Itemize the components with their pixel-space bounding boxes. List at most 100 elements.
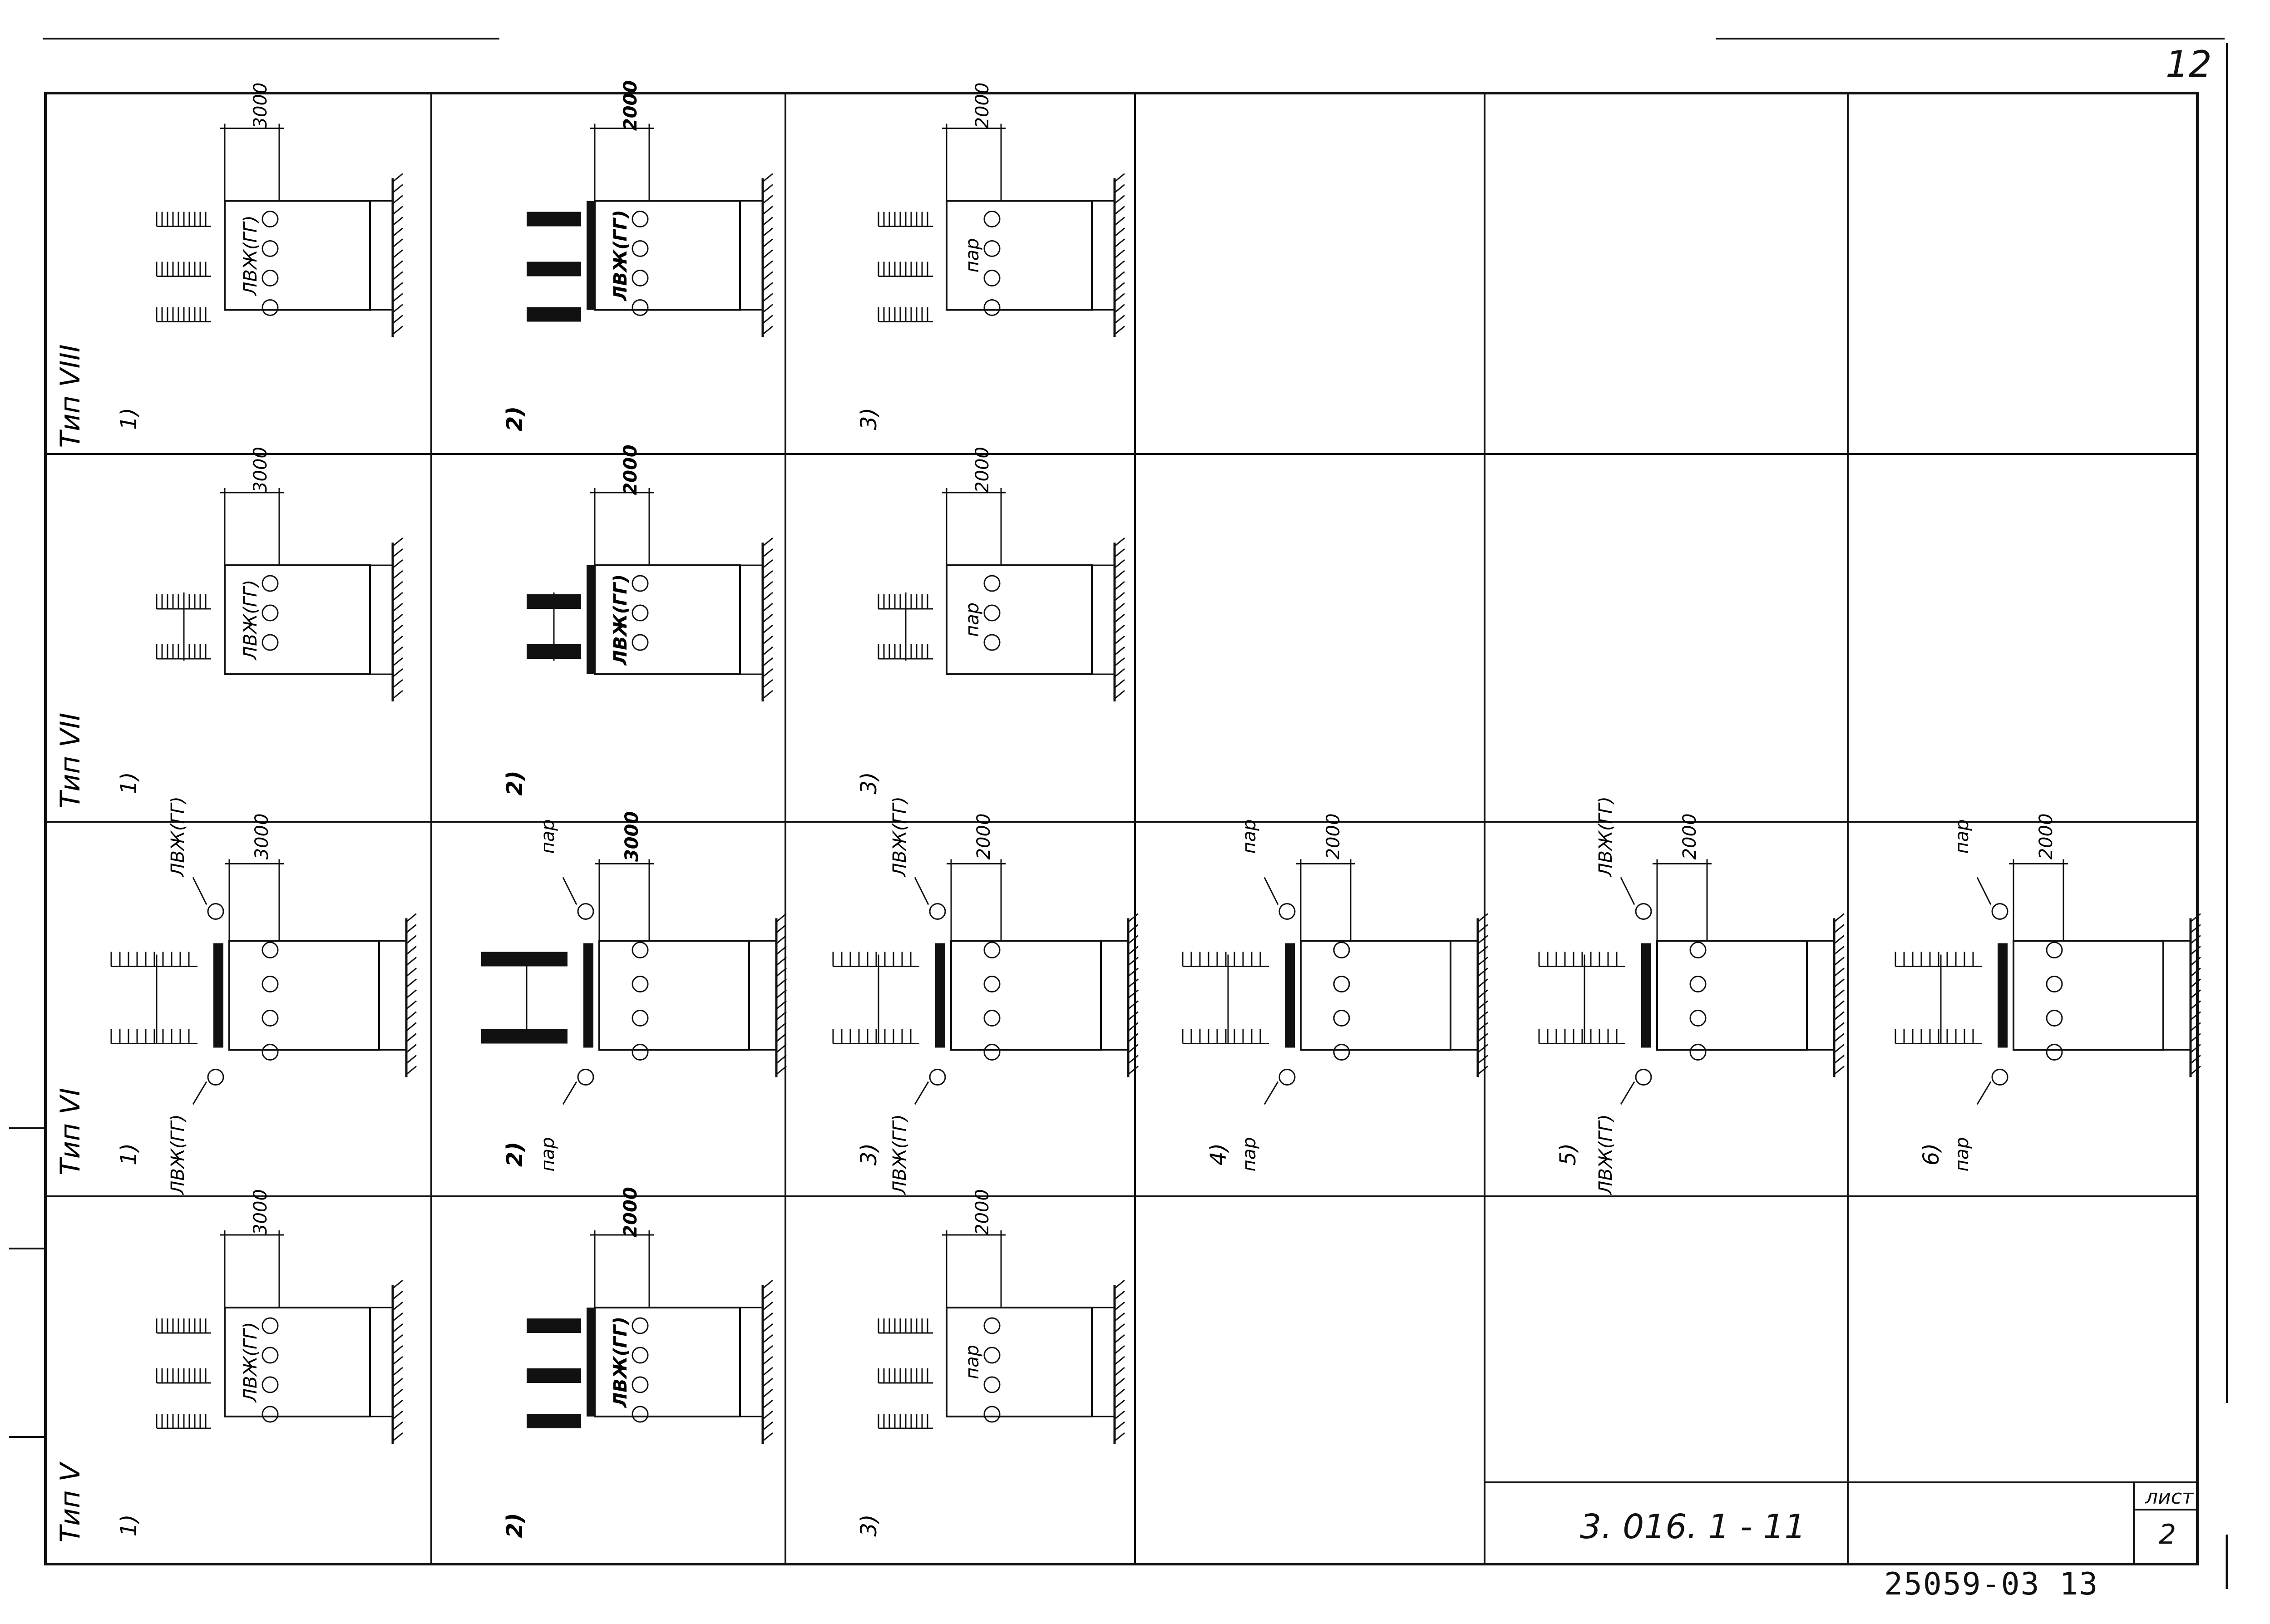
pipe-circle <box>983 1010 1001 1027</box>
drawing-frame <box>9 38 2228 1589</box>
dimension-value: 2000 <box>973 814 994 860</box>
ground-hatch <box>1128 913 1139 923</box>
pipe-circle <box>983 575 1001 592</box>
pipe-circle <box>632 299 649 316</box>
ground-hatch <box>406 935 417 944</box>
pipe-circle <box>983 299 1001 316</box>
pipe-circle <box>632 575 649 592</box>
ground-hatch <box>392 184 403 193</box>
pipe-circle <box>983 1317 1001 1334</box>
ground-hatch <box>2190 1011 2201 1021</box>
outer-border <box>44 92 2199 1565</box>
storage-rack <box>527 307 581 322</box>
ground-hatch <box>1114 227 1125 237</box>
ground-hatch <box>1114 1410 1125 1420</box>
ground-hatch <box>1114 635 1125 645</box>
pipe-circle <box>2046 1010 2063 1027</box>
ground-hatch <box>1834 1055 1845 1064</box>
ground-hatch <box>392 1334 403 1344</box>
zone-label-bottom: пар <box>1239 1137 1260 1171</box>
type-title: Тип VIII <box>54 344 86 448</box>
ground-hatch <box>406 967 417 977</box>
ground-hatch <box>392 548 403 558</box>
pipe-circle <box>983 942 1001 958</box>
ground-hatch <box>1114 624 1125 634</box>
ground-hatch <box>1834 957 1845 966</box>
ground-hatch <box>1128 1044 1139 1053</box>
dimension-value: 2000 <box>1679 814 1700 860</box>
pipe-circle <box>262 240 279 257</box>
ground-hatch <box>762 304 773 313</box>
ground-hatch <box>392 282 403 291</box>
ground-hatch <box>2190 957 2201 966</box>
ground-hatch <box>1834 924 1845 933</box>
ground-hatch <box>1114 1301 1125 1311</box>
ground-hatch <box>762 1323 773 1333</box>
pipe-circle <box>632 240 649 257</box>
variant-number: 5) <box>1555 1143 1581 1165</box>
ground-hatch <box>392 602 403 612</box>
pipe-circle <box>632 604 649 622</box>
pipe-circle <box>262 299 279 316</box>
ground-hatch <box>392 206 403 215</box>
ground-hatch <box>762 315 773 324</box>
zone-label-top: пар <box>1239 819 1260 854</box>
ground-hatch <box>762 1312 773 1322</box>
ground-hatch <box>2190 1000 2201 1010</box>
ground-hatch <box>1477 1011 1488 1021</box>
ground-hatch <box>392 1399 403 1409</box>
pipe-circle <box>1333 1044 1350 1061</box>
building-block <box>1300 940 1451 1051</box>
ground-hatch <box>1114 657 1125 667</box>
type-title: Тип V <box>54 1461 86 1543</box>
ground-hatch <box>1834 967 1845 977</box>
leader-line <box>914 877 929 905</box>
ground-hatch <box>392 559 403 569</box>
pipe-circle <box>262 211 279 227</box>
dimension-value: 2000 <box>620 80 641 131</box>
pipe-circle <box>632 1347 649 1364</box>
ground-hatch <box>392 1410 403 1420</box>
ground-hatch <box>392 271 403 281</box>
ground-hatch <box>392 646 403 656</box>
ground-hatch <box>762 1410 773 1420</box>
wall-shading <box>587 1308 595 1417</box>
ground-hatch <box>1128 967 1139 977</box>
pipe-circle <box>262 976 279 992</box>
ground-hatch <box>1114 1356 1125 1366</box>
title-block <box>1484 1481 2198 1565</box>
ground-hatch <box>1114 315 1125 324</box>
pipe-circle <box>577 1069 594 1086</box>
ground-hatch <box>762 1377 773 1387</box>
ground-hatch <box>392 1367 403 1377</box>
zone-label: ЛВЖ(ГГ) <box>240 580 261 661</box>
ground-hatch <box>406 1022 417 1032</box>
ground-hatch <box>392 635 403 645</box>
ground-hatch <box>406 957 417 966</box>
ground-hatch <box>1477 967 1488 977</box>
building-block <box>224 200 371 311</box>
sheet-number: 2 <box>2159 1519 2176 1550</box>
wall-shading <box>213 943 223 1048</box>
variant-number: 1) <box>116 1514 142 1536</box>
ground-hatch <box>1114 1334 1125 1344</box>
ground-hatch <box>392 315 403 324</box>
ground-hatch <box>406 913 417 923</box>
ground-hatch <box>1114 646 1125 656</box>
leader-line <box>1976 1081 1992 1105</box>
pipe-circle <box>1689 942 1707 958</box>
ground-hatch <box>1114 668 1125 678</box>
pipe-circle <box>632 1317 649 1334</box>
pipe-circle <box>632 942 649 958</box>
archive-stamp: 25059-03 13 <box>1884 1566 2099 1602</box>
ground-hatch <box>1834 1044 1845 1053</box>
leader-line <box>1976 877 1992 905</box>
ground-hatch <box>392 260 403 270</box>
ground-hatch <box>1477 1044 1488 1053</box>
variant-number: 2) <box>502 1142 528 1167</box>
ground-hatch <box>1114 195 1125 204</box>
ground-hatch <box>406 924 417 933</box>
building-block <box>946 564 1093 675</box>
